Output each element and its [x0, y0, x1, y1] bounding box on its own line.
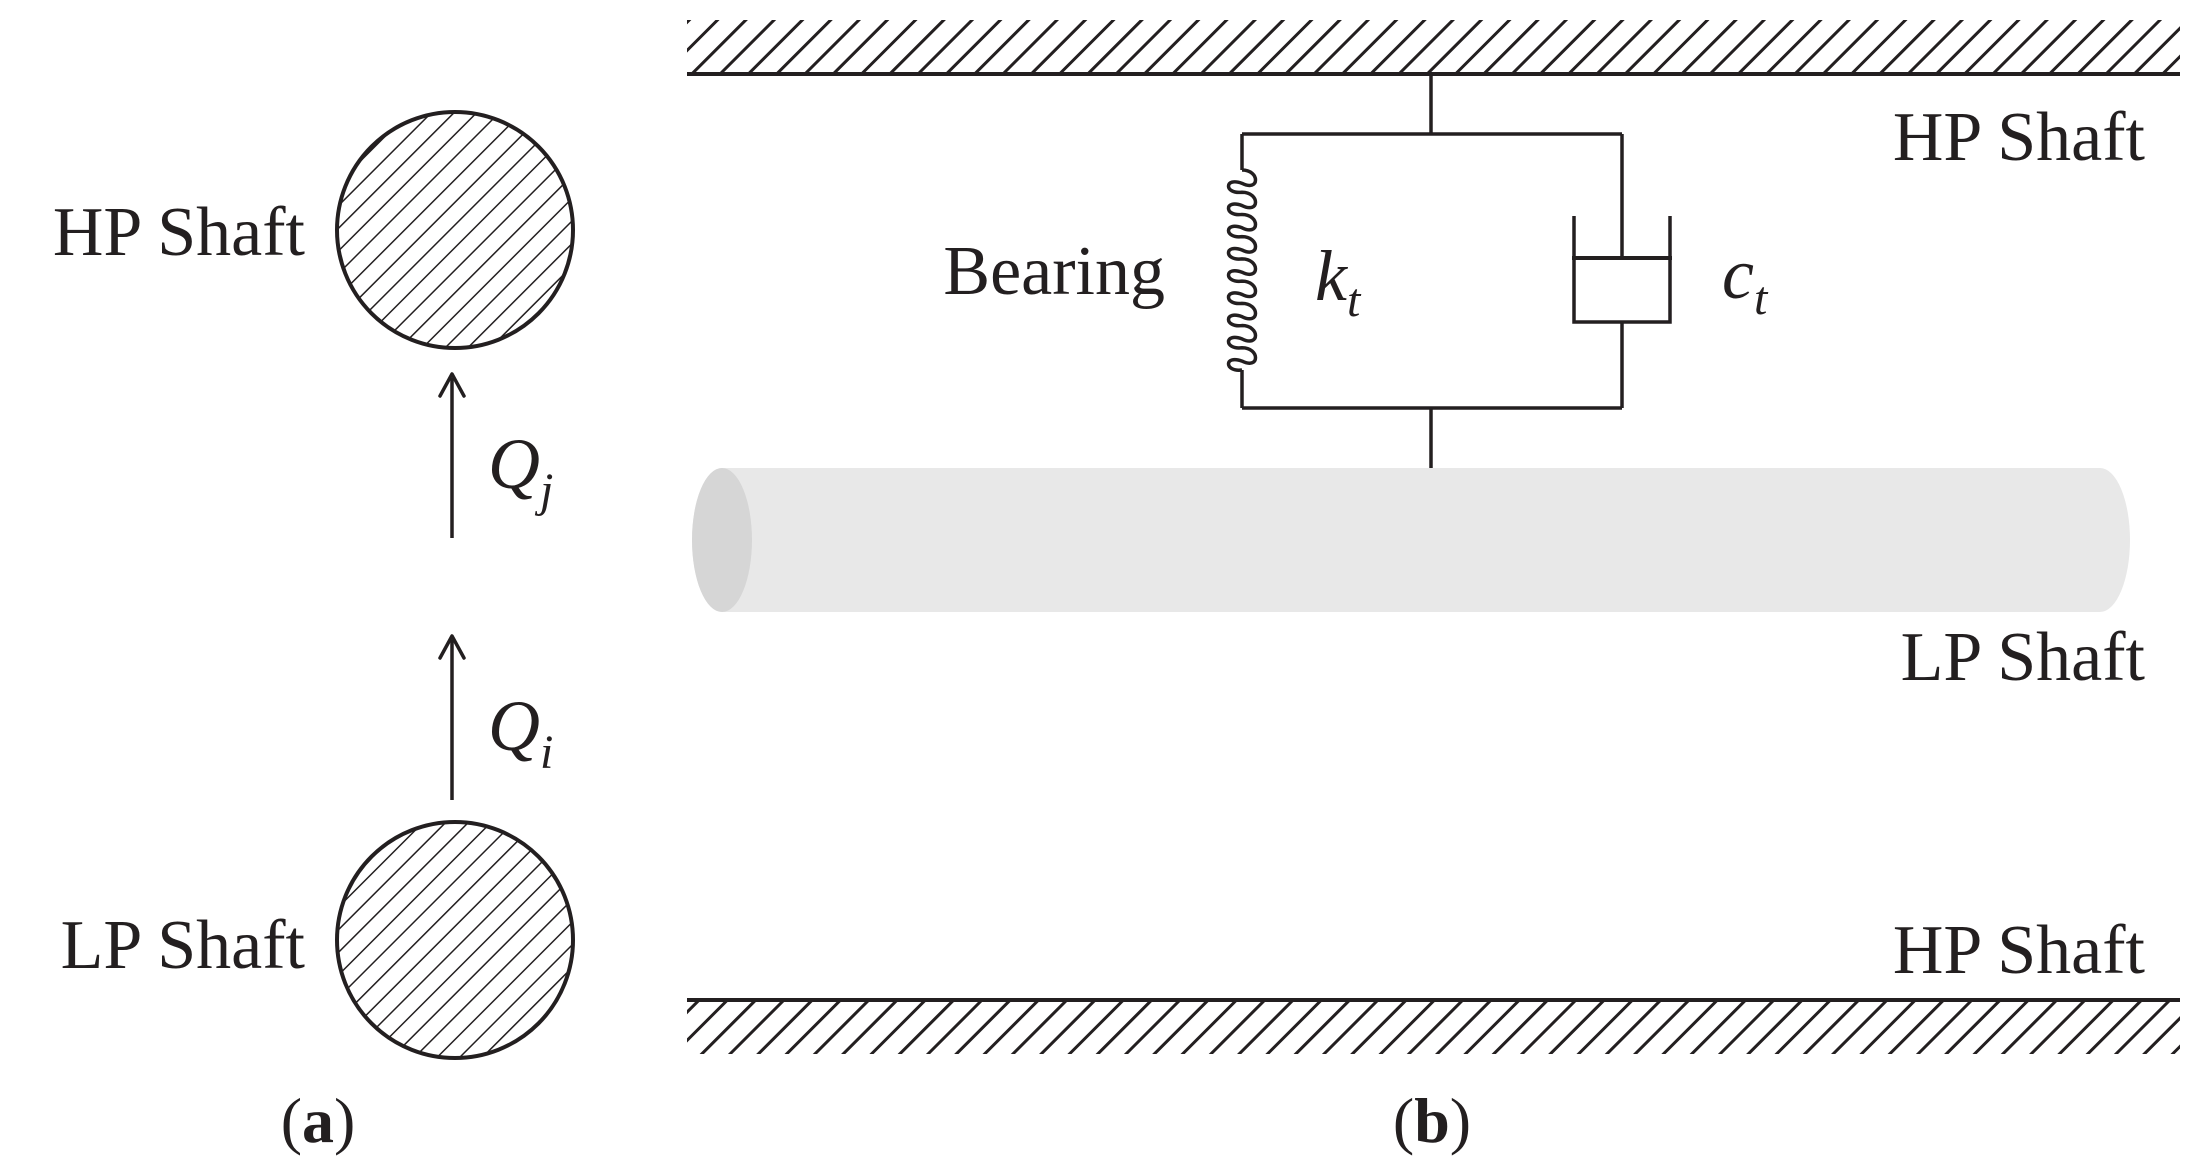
hp-shaft-label-bottom: HP Shaft [1893, 912, 2146, 989]
lp-shaft-cross-section [335, 820, 575, 1060]
spring-element [1226, 168, 1258, 372]
damper-element [1572, 216, 1672, 324]
damping-label: ct [1722, 234, 1769, 325]
lp-shaft-cylinder [692, 468, 2130, 612]
hp-shaft-wall-bottom [687, 998, 2180, 1054]
lp-shaft-label-a: LP Shaft [61, 907, 306, 984]
caption-a: (a) [281, 1085, 356, 1156]
panel-b: HP Shaft Bearing kt ct LP Shaft [687, 20, 2180, 1156]
force-label-j: Qj [488, 424, 553, 517]
panel-a: HP Shaft Qj Qi LP Shaft (a) [53, 110, 575, 1156]
hp-shaft-label-a: HP Shaft [53, 194, 306, 271]
spring-coil [1226, 168, 1258, 372]
bearing-label: Bearing [943, 233, 1165, 310]
hp-shaft-label-top: HP Shaft [1893, 99, 2146, 176]
hp-shaft-cross-section [335, 110, 575, 350]
hp-shaft-wall-top [687, 20, 2180, 76]
caption-b: (b) [1393, 1085, 1471, 1156]
lp-shaft-label-b: LP Shaft [1901, 619, 2146, 696]
force-label-i: Qi [488, 686, 553, 779]
bearing-element [1240, 74, 1624, 468]
force-arrow-j [438, 372, 466, 538]
stiffness-label: kt [1315, 236, 1362, 327]
force-arrow-i [438, 634, 466, 800]
